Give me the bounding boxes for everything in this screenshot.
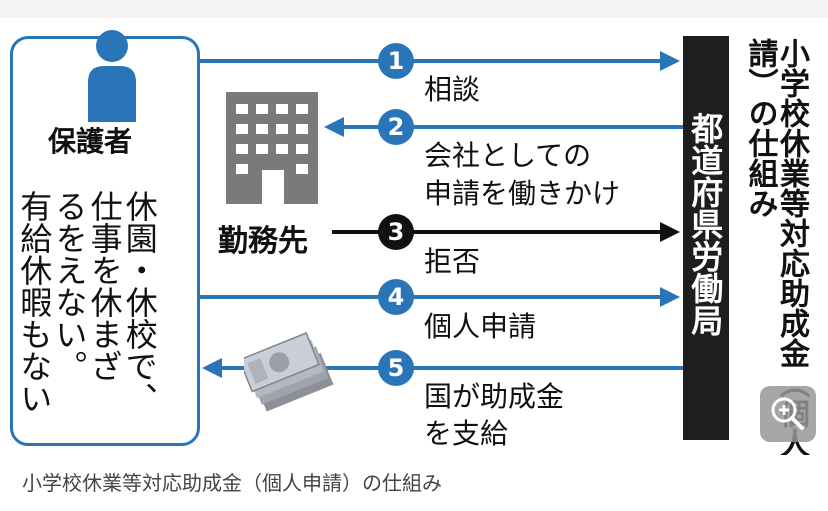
step-4-text: 個人申請 [424,310,537,343]
situation-line: 休園・休校で、 [120,190,159,414]
office-building-icon [226,92,318,204]
situation-line: 仕事を休まざ [85,190,124,382]
step-badge-2: 2 [378,109,414,145]
step-5-text-line1: 国が助成金 [424,380,565,413]
labor-bureau-label: 都道府県労働局 [686,112,725,336]
situation-line: 有給休暇もない [15,190,54,414]
situation-line: るをえない。 [50,190,89,382]
labor-bureau-bar: 都道府県労働局 [683,36,729,440]
arrow-3-head [660,222,680,242]
banknotes-icon [244,332,334,412]
guardian-situation: 休園・休校で、 仕事を休まざ るをえない。 有給休暇もない [15,190,159,440]
zoom-button[interactable] [760,386,816,442]
step-2-text-line1: 会社としての [424,139,592,172]
arrow-2-head [324,117,344,137]
arrow-1-head [660,51,680,71]
top-strip [0,0,828,18]
arrow-4-head [660,287,680,307]
step-badge-1: 1 [378,43,414,79]
step-badge-4: 4 [378,279,414,315]
step-badge-5: 5 [378,350,414,386]
step-3-text: 拒否 [424,245,481,278]
guardian-label: 保護者 [48,125,133,158]
zoom-in-icon [771,397,804,430]
image-caption: 小学校休業等対応助成金（個人申請）の仕組み [22,471,442,495]
step-5-text-line2: を支給 [424,417,509,450]
arrow-5-head [202,358,222,378]
step-badge-3: 3 [378,214,414,250]
caption-bar [0,455,828,511]
step-2-text-line2: 申請を働きかけ [424,177,621,210]
step-1-text: 相談 [424,73,481,106]
employer-label: 勤務先 [218,224,308,259]
person-icon [88,30,136,122]
